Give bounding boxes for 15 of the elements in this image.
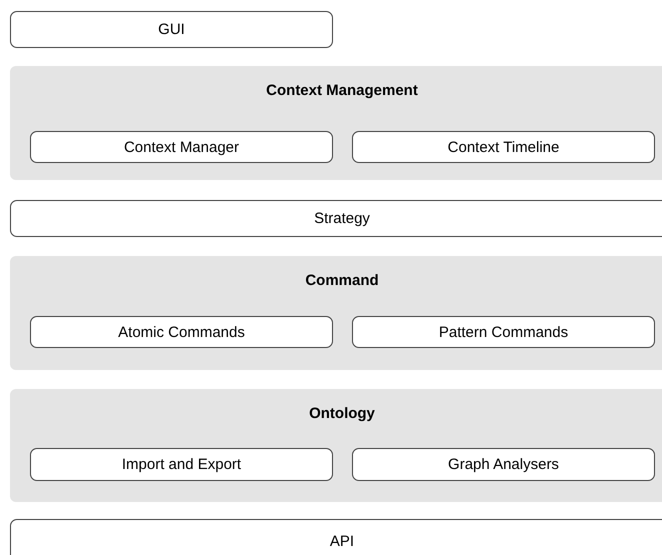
component-box: Strategy	[10, 200, 662, 237]
component-box: Context Timeline	[352, 131, 655, 163]
component-box: Pattern Commands	[352, 316, 655, 348]
layer-title: Ontology	[308, 405, 376, 422]
layer-title: Command	[304, 272, 380, 289]
component-box: GUI	[10, 11, 333, 48]
layer-panel	[10, 256, 662, 370]
component-box: Import and Export	[30, 448, 333, 481]
layer-panel	[10, 389, 662, 502]
component-box: Graph Analysers	[352, 448, 655, 481]
layer-panel	[10, 66, 662, 180]
component-box: Atomic Commands	[30, 316, 333, 348]
component-box: Context Manager	[30, 131, 333, 163]
layer-title: Context Management	[265, 82, 419, 99]
component-box: API	[10, 519, 662, 555]
